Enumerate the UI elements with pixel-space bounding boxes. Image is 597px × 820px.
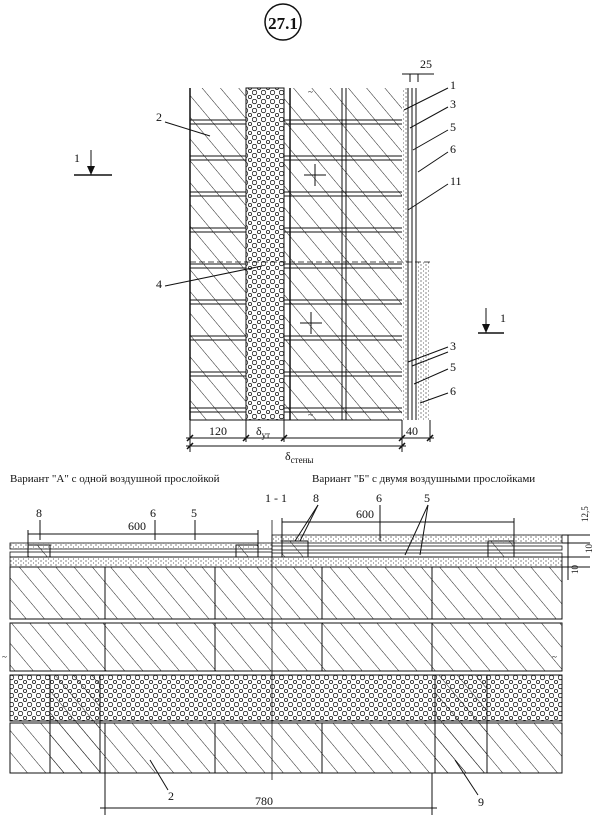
callout-8-b: 8	[313, 491, 319, 505]
dim-10-lower: 10	[570, 565, 580, 575]
callout-2-section: 2	[168, 789, 174, 803]
brick-courses	[190, 119, 402, 413]
wall-tie-right	[434, 674, 488, 774]
svg-text:~: ~	[552, 652, 557, 662]
spacer-b-left	[281, 540, 309, 558]
dim-10-right: 10	[584, 544, 594, 554]
sheet-number-badge: 27.1	[264, 3, 302, 41]
dim-40: 40	[406, 424, 418, 438]
svg-text:~: ~	[308, 410, 313, 420]
callout-4: 4	[156, 277, 162, 291]
callout-5: 5	[450, 120, 456, 134]
brick-wall-right	[284, 88, 402, 420]
dim-600-a: 600	[128, 519, 146, 533]
variant-a-caption: Вариант "А" с одной воздушной прослойкой	[10, 473, 220, 485]
dim-120: 120	[209, 424, 227, 438]
section-mark-right: 1	[500, 311, 506, 325]
callout-5-a: 5	[191, 506, 197, 520]
callout-5-b: 5	[424, 491, 430, 505]
callout-9-section: 9	[478, 795, 484, 809]
variant-b-facing	[271, 534, 563, 544]
callout-2: 2	[156, 110, 162, 124]
callout-3-lower: 3	[450, 339, 456, 353]
callout-6-b: 6	[376, 491, 382, 505]
callout-6: 6	[450, 142, 456, 156]
facing-sheet	[416, 262, 430, 420]
callout-6-a: 6	[150, 506, 156, 520]
wall-tie-left	[49, 674, 101, 774]
spacer-b-right	[487, 540, 515, 558]
spacer-a-left	[27, 544, 51, 558]
section-title: 1 - 1	[265, 491, 287, 505]
elevation-callouts: 25 1 3 5 6 11 3 5 6 2 4 1 1	[74, 57, 506, 404]
spacer-a-right	[235, 544, 259, 558]
wall-section: ~ ~	[2, 520, 563, 780]
dim-25: 25	[420, 57, 432, 71]
elevation-dimensions	[186, 420, 434, 452]
callout-11: 11	[450, 174, 462, 188]
callout-8-a: 8	[36, 506, 42, 520]
svg-text:~: ~	[308, 87, 313, 97]
callout-5-lower: 5	[450, 360, 456, 374]
dim-780: 780	[255, 794, 273, 808]
dim-600-b: 600	[356, 507, 374, 521]
variant-b-caption: Вариант "Б" с двумя воздушными прослойка…	[312, 473, 535, 485]
plaster-layer	[402, 88, 408, 420]
section-callouts	[27, 504, 590, 815]
brick-wall-left	[190, 88, 246, 420]
sheet-number: 27.1	[268, 14, 298, 33]
svg-text:~: ~	[2, 652, 7, 662]
plaster-strip	[9, 556, 563, 568]
dim-wall: δстены	[285, 449, 313, 465]
dim-insulation: δут	[256, 424, 270, 440]
dim-12-5: 12,5	[580, 506, 590, 522]
callout-3: 3	[450, 97, 456, 111]
callout-6-lower: 6	[450, 384, 456, 398]
callout-1: 1	[450, 78, 456, 92]
insulation-layer	[245, 87, 285, 421]
wall-elevation: ~ ~	[189, 87, 430, 421]
section-mark-left: 1	[74, 151, 80, 165]
